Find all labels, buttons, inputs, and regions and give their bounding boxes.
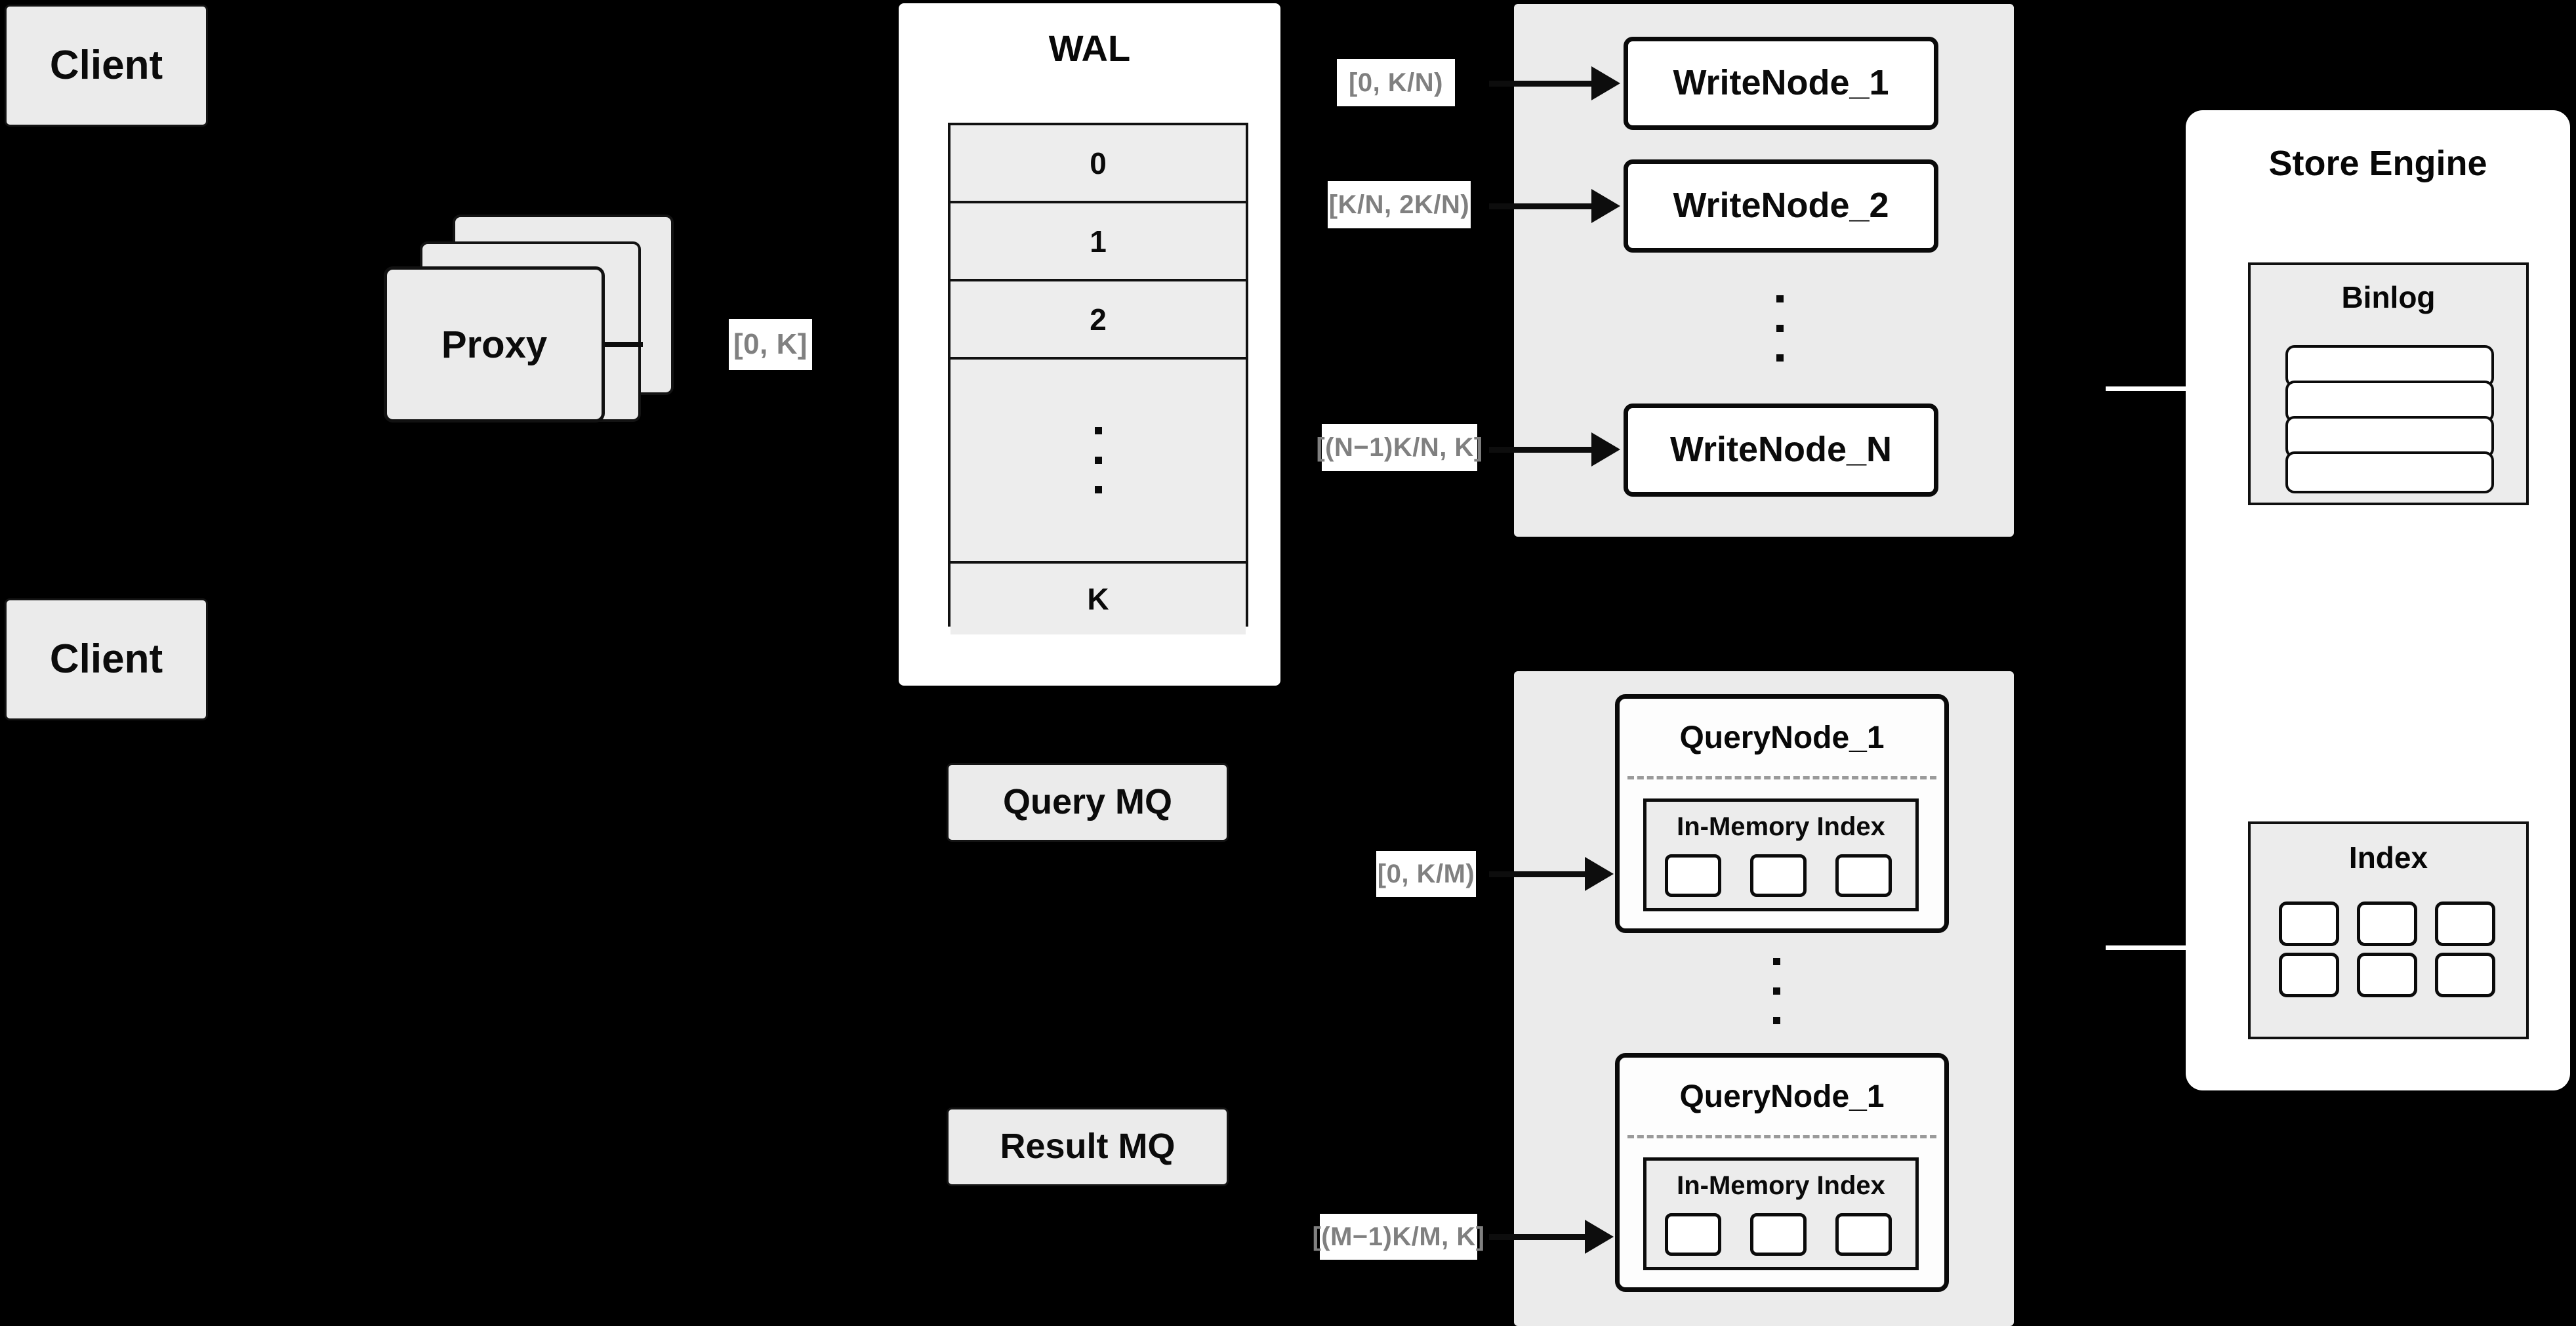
write-node-1[interactable]: WriteNode_1	[1624, 37, 1938, 130]
binlog-title: Binlog	[2341, 280, 2436, 314]
index-cell[interactable]	[1835, 854, 1892, 897]
query-node-divider	[1627, 1135, 1936, 1138]
client-box-top[interactable]: Client	[5, 5, 208, 127]
index-cell[interactable]	[1750, 1213, 1807, 1256]
arrow-to-writenode-2	[1489, 189, 1620, 223]
write-node-n[interactable]: WriteNode_N	[1624, 404, 1938, 497]
client-label: Client	[49, 42, 163, 88]
wal-row[interactable]: 1	[951, 203, 1246, 281]
interval-label-writenode-1: [0, K/N)	[1337, 59, 1455, 106]
index-cell[interactable]	[1835, 1213, 1892, 1256]
arrow-to-writenode-n	[1489, 432, 1620, 466]
in-memory-index-box: In-Memory Index	[1643, 1157, 1919, 1270]
write-node-label: WriteNode_1	[1673, 63, 1889, 103]
index-cell[interactable]	[1665, 854, 1721, 897]
in-memory-index-label: In-Memory Index	[1677, 1171, 1885, 1200]
wal-row-ellipsis	[951, 360, 1246, 564]
proxy-label: Proxy	[441, 323, 548, 366]
wal-row[interactable]: K	[951, 564, 1246, 634]
wal-row[interactable]: 0	[951, 125, 1246, 203]
wal-panel: WAL 0 1 2 K	[899, 3, 1280, 686]
proxy-box[interactable]: Proxy	[384, 266, 605, 423]
query-node-divider	[1627, 776, 1936, 779]
store-engine-title: Store Engine	[2268, 144, 2487, 183]
interval-label-querynode-1: [0, K/M)	[1376, 851, 1476, 897]
index-cell[interactable]	[2357, 901, 2417, 946]
in-memory-index-box: In-Memory Index	[1643, 798, 1919, 911]
index-box: Index	[2248, 821, 2529, 1039]
write-node-label: WriteNode_N	[1669, 430, 1892, 470]
index-cell[interactable]	[2435, 901, 2495, 946]
query-node-label: QueryNode_1	[1679, 1079, 1885, 1114]
write-node-label: WriteNode_2	[1673, 186, 1889, 226]
write-nodes-ellipsis	[1767, 276, 1793, 381]
result-mq-box[interactable]: Result MQ	[947, 1108, 1229, 1186]
wal-table: 0 1 2 K	[948, 123, 1248, 634]
binlog-row[interactable]	[2285, 416, 2494, 458]
arrow-to-querynode-m	[1489, 1220, 1614, 1254]
index-cell[interactable]	[2279, 901, 2339, 946]
interval-label-proxy-to-wal: [0, K]	[729, 319, 812, 370]
index-title: Index	[2348, 840, 2428, 875]
query-mq-label: Query MQ	[1002, 782, 1173, 822]
query-nodes-ellipsis	[1763, 938, 1789, 1043]
query-node-label: QueryNode_1	[1679, 720, 1885, 755]
binlog-box: Binlog	[2248, 262, 2529, 505]
interval-label-writenode-n: [(N−1)K/N, K]	[1316, 424, 1482, 471]
index-cell[interactable]	[1665, 1213, 1721, 1256]
wal-row[interactable]: 2	[951, 281, 1246, 360]
index-cell[interactable]	[2279, 953, 2339, 997]
in-memory-index-label: In-Memory Index	[1677, 812, 1885, 841]
binlog-row[interactable]	[2285, 451, 2494, 493]
query-node-m[interactable]: QueryNode_1 In-Memory Index	[1615, 1053, 1949, 1292]
wal-title: WAL	[1048, 28, 1131, 69]
binlog-row[interactable]	[2285, 345, 2494, 387]
index-cell[interactable]	[2357, 953, 2417, 997]
index-cell[interactable]	[1750, 854, 1807, 897]
query-node-1[interactable]: QueryNode_1 In-Memory Index	[1615, 694, 1949, 933]
arrow-to-querynode-1	[1489, 857, 1614, 891]
proxy-to-wal-connector	[605, 342, 643, 347]
query-mq-box[interactable]: Query MQ	[947, 763, 1229, 842]
index-cell[interactable]	[2435, 953, 2495, 997]
result-mq-label: Result MQ	[1000, 1127, 1176, 1167]
write-node-2[interactable]: WriteNode_2	[1624, 159, 1938, 253]
client-box-bottom[interactable]: Client	[5, 598, 208, 720]
interval-label-querynode-m: [(M−1)K/M, K]	[1312, 1214, 1484, 1260]
arrow-to-writenode-1	[1489, 66, 1620, 100]
store-engine-panel: Store Engine Binlog Index	[2186, 110, 2570, 1090]
client-label: Client	[49, 636, 163, 682]
interval-label-writenode-2: [K/N, 2K/N)	[1328, 181, 1471, 228]
